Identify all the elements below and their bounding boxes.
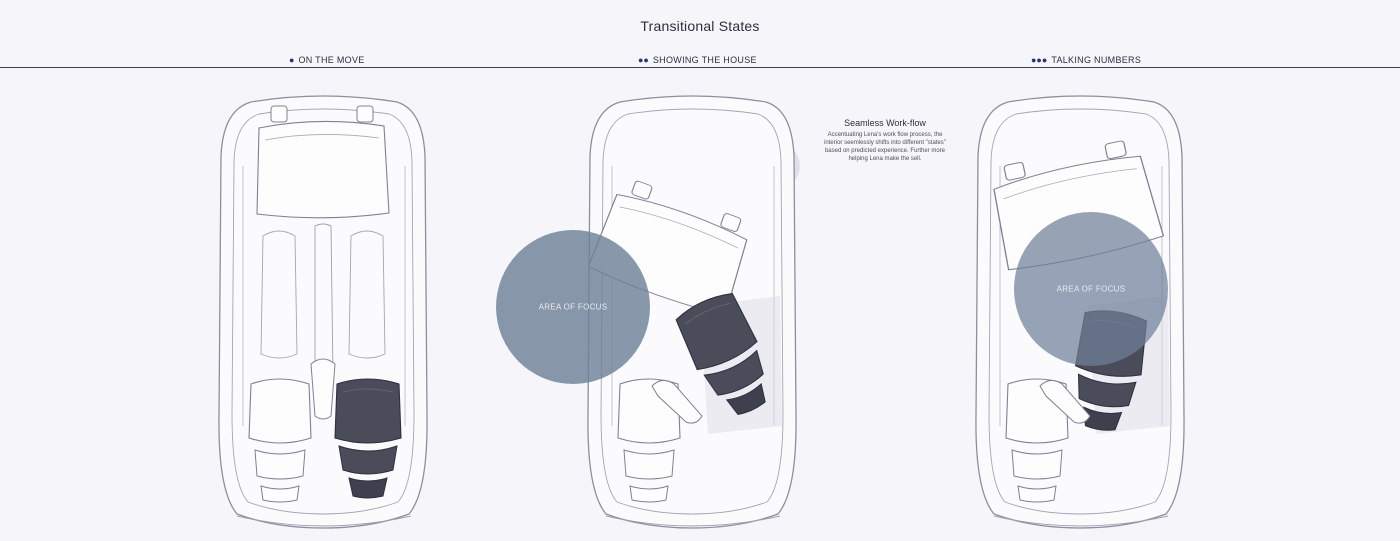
area-of-focus-label-2: AREA OF FOCUS [1057, 285, 1126, 294]
workflow-sidenote: Seamless Work-flow Accentuating Lena's w… [822, 118, 948, 163]
sidenote-body: Accentuating Lena's work flow process, t… [822, 131, 948, 163]
area-of-focus-label-1: AREA OF FOCUS [539, 303, 608, 312]
sidenote-title: Seamless Work-flow [822, 118, 948, 128]
car-sketch-on-the-move [219, 96, 427, 528]
